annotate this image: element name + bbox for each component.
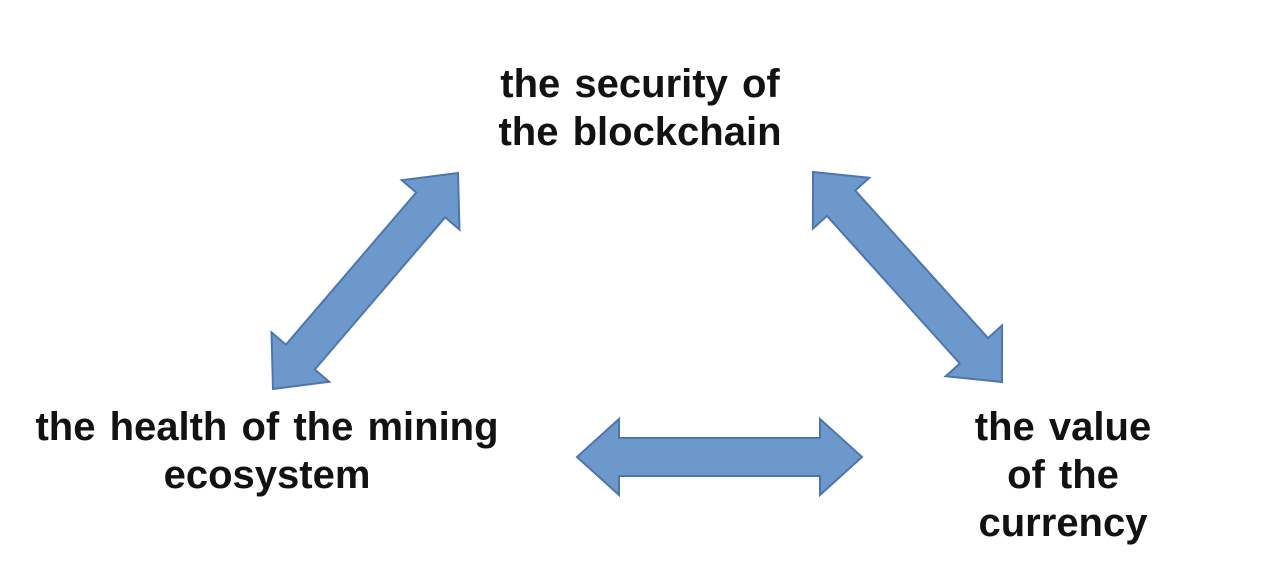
double-arrow-mining-value xyxy=(575,416,864,498)
node-value-of-currency: the value of the currency xyxy=(974,405,1152,545)
double-arrow-security-mining xyxy=(270,171,461,391)
double-arrow-security-value xyxy=(811,170,1004,384)
node-health-of-mining-ecosystem: the health of the mining ecosystem xyxy=(35,405,499,497)
node-security-of-blockchain: the security of the blockchain xyxy=(498,62,782,154)
